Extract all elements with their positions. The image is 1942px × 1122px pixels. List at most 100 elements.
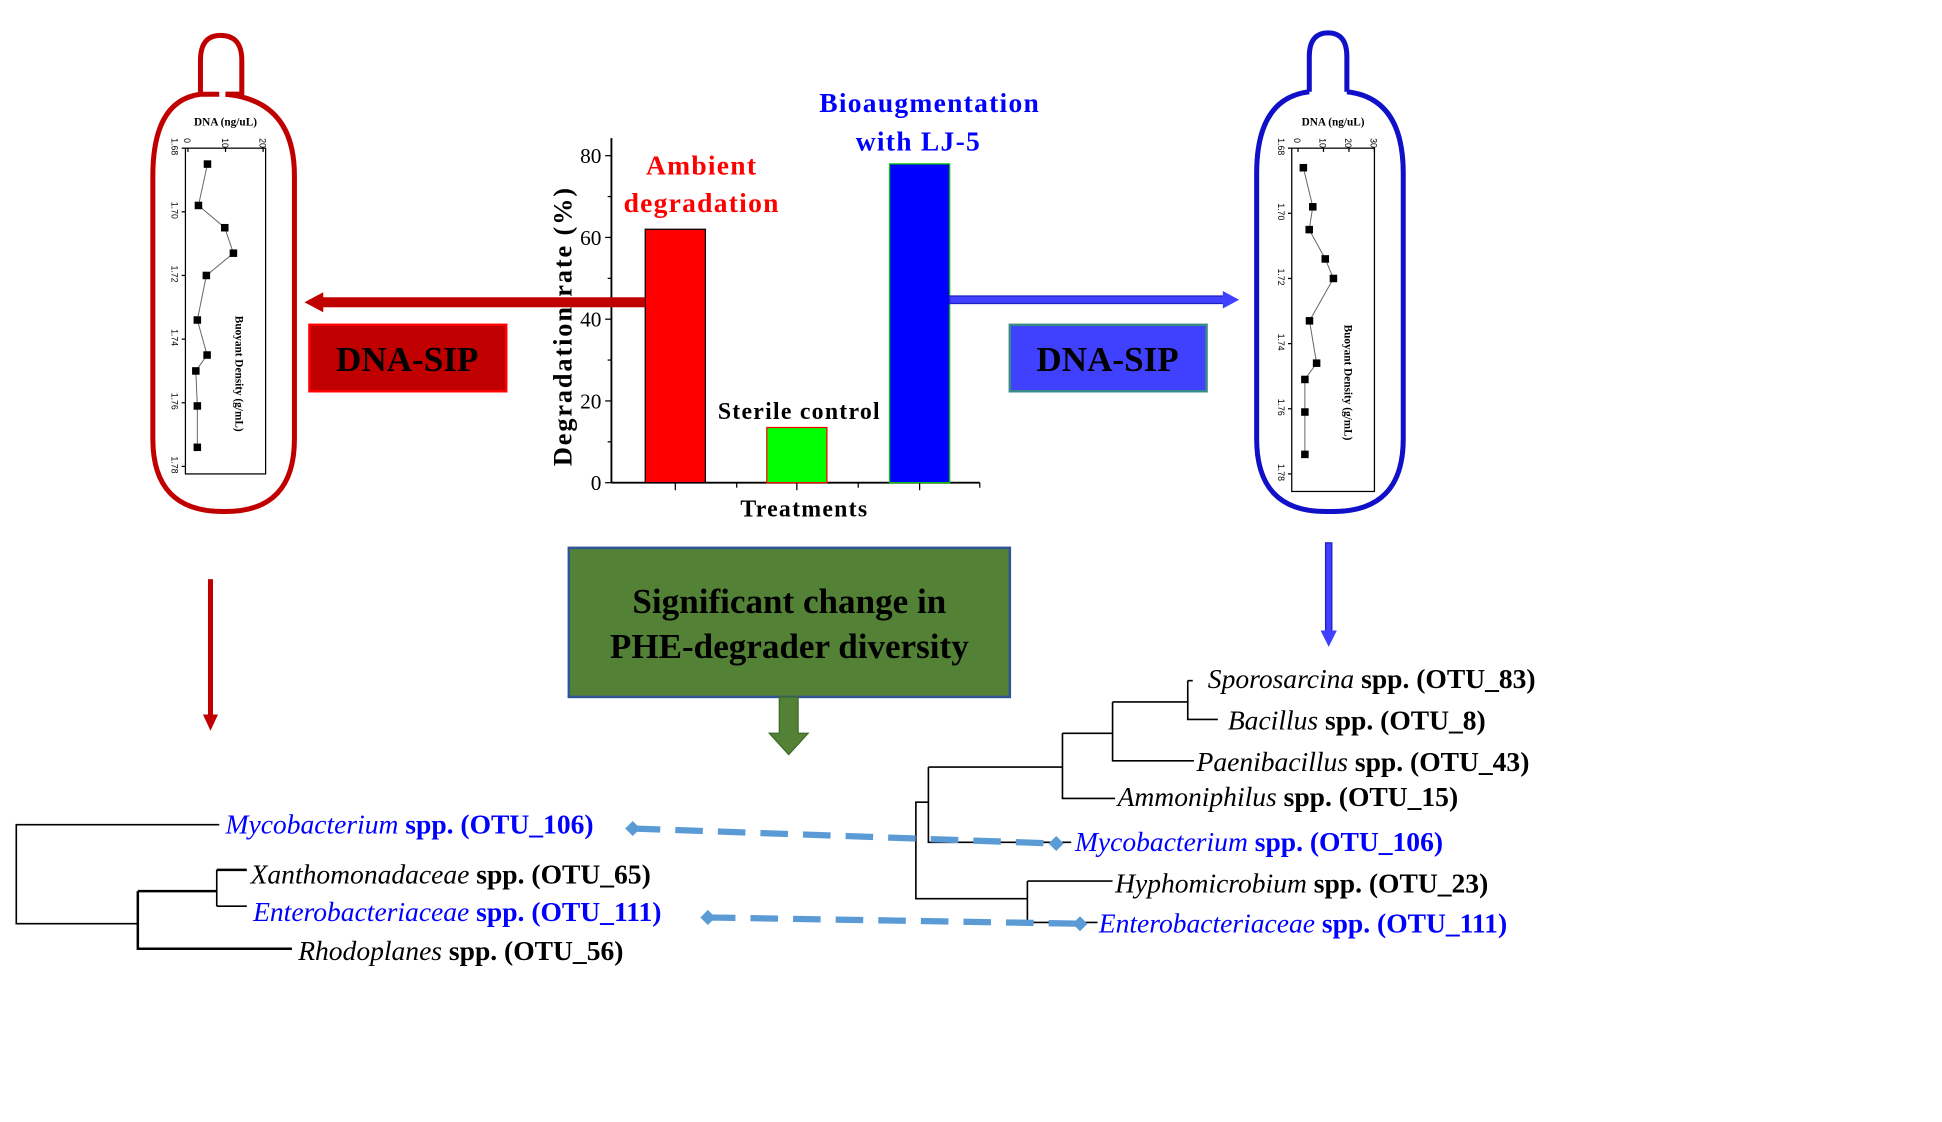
annotation-sterile: Sterile control (718, 399, 881, 425)
diamond-marker (1072, 916, 1088, 932)
y-tick-label: 1.70 (170, 202, 180, 219)
data-point (1309, 203, 1317, 211)
diversity-box-line-2: PHE-degrader diversity (610, 627, 969, 666)
diamond-marker (700, 909, 716, 925)
data-point (194, 201, 203, 210)
taxon-label: Ammoniphilus spp. (OTU_15) (1116, 781, 1459, 812)
taxon-label: Sporosarcina spp. (OTU_83) (1208, 663, 1536, 694)
green-down-arrow (767, 696, 810, 756)
diamond-marker (1048, 836, 1064, 852)
dna-profile-line (1302, 167, 1334, 455)
otu-id: spp. (OTU_106) (1248, 826, 1443, 857)
data-point (193, 443, 202, 452)
data-point (203, 351, 211, 359)
data-point (1312, 359, 1321, 367)
data-point (1301, 408, 1309, 416)
connector-mycobacterium (632, 825, 1057, 847)
x-tick-label: 10 (220, 138, 230, 148)
y-tick-label: 1.72 (1276, 268, 1286, 285)
y-tick-label: 80 (580, 144, 601, 168)
x-axis-label: Treatments (740, 497, 868, 523)
diversity-change-box: Significant change in PHE-degrader diver… (567, 546, 1012, 699)
y-tick-label: 1.68 (170, 138, 180, 155)
left-phylogenetic-tree (15, 823, 292, 951)
data-point (202, 271, 211, 280)
genus-name: Enterobacteriaceae (252, 896, 469, 927)
data-point (1301, 450, 1309, 459)
shared-otu-connectors (625, 820, 1088, 932)
taxon-label: Hyphomicrobium spp. (OTU_23) (1114, 867, 1488, 898)
y-axis-label: Degradation rate (%) (548, 186, 577, 466)
data-point (1299, 163, 1308, 172)
taxon-label: Rhodoplanes spp. (OTU_56) (297, 935, 623, 966)
otu-id: spp. (OTU_83) (1354, 663, 1535, 694)
bar-1 (644, 228, 707, 484)
bar-3 (888, 163, 951, 484)
taxon-label: Enterobacteriaceae spp. (OTU_111) (1098, 907, 1507, 938)
taxon-label: Enterobacteriaceae spp. (OTU_111) (252, 896, 661, 927)
genus-name: Mycobacterium (1074, 826, 1248, 857)
genus-name: Hyphomicrobium (1114, 867, 1307, 898)
left-tree-labels: Mycobacterium spp. (OTU_106)Xanthomonada… (225, 809, 662, 967)
left-dna-sip-box: DNA-SIP (308, 323, 508, 393)
x-tick-label: 0 (182, 138, 192, 143)
x-tick-label: 0 (1292, 138, 1302, 143)
y-tick-label: 20 (580, 389, 601, 413)
data-point (203, 160, 212, 168)
blue-down-arrow (1320, 542, 1337, 647)
annotation-bioaug-1: Bioaugmentation (819, 87, 1040, 118)
y-tick-label: 1.72 (170, 265, 180, 282)
bar-2 (766, 426, 828, 484)
otu-id: spp. (OTU_106) (398, 809, 593, 840)
otu-id: spp. (OTU_56) (442, 935, 623, 966)
data-point (1329, 274, 1338, 283)
genus-name: Paenibacillus (1196, 746, 1348, 777)
y-tick-label: 1.70 (1276, 203, 1286, 220)
otu-id: spp. (OTU_8) (1318, 705, 1486, 736)
tube-neck (197, 32, 245, 97)
data-point (193, 402, 202, 410)
x-tick-label: 30 (1369, 138, 1379, 148)
genus-name: Rhodoplanes (297, 935, 442, 966)
y-tick-label: 1.74 (1276, 334, 1286, 351)
diversity-box-line-1: Significant change in (632, 582, 946, 621)
diamond-marker (625, 820, 641, 837)
y-tick-label: 1.76 (1276, 399, 1286, 416)
tube-body (1254, 89, 1406, 515)
data-point (1305, 317, 1314, 325)
taxon-label: Paenibacillus spp. (OTU_43) (1196, 746, 1530, 777)
left-dna-sip-label: DNA-SIP (336, 340, 478, 379)
y-tick-label: 0 (591, 471, 602, 495)
data-point (193, 316, 202, 324)
otu-id: spp. (OTU_111) (469, 896, 661, 927)
connector-enterobacteriaceae (707, 914, 1081, 927)
annotation-bioaug-2: with LJ-5 (856, 126, 981, 157)
genus-name: Ammoniphilus (1116, 781, 1277, 812)
otu-id: spp. (OTU_111) (1315, 907, 1507, 938)
y-tick-label: 1.78 (1276, 464, 1286, 481)
y-tick-label: 1.78 (170, 456, 180, 473)
genus-name: Sporosarcina (1208, 663, 1354, 694)
data-point (1321, 255, 1330, 263)
otu-id: spp. (OTU_65) (469, 859, 650, 890)
genus-name: Mycobacterium (225, 809, 399, 840)
dna-axis-label: DNA (ng/uL) (1302, 117, 1365, 129)
data-point (192, 367, 200, 375)
data-point (1305, 225, 1313, 234)
y-tick-label: 40 (580, 308, 601, 332)
y-tick-label: 1.68 (1276, 138, 1286, 155)
x-tick-label: 10 (1318, 138, 1328, 148)
otu-id: spp. (OTU_23) (1307, 867, 1488, 898)
otu-id: spp. (OTU_43) (1348, 746, 1529, 777)
dna-profile-line (195, 163, 235, 448)
data-point (229, 249, 238, 257)
y-tick-label: 1.74 (170, 329, 180, 346)
plot-frame (184, 147, 267, 475)
data-point (221, 223, 229, 232)
genus-name: Bacillus (1228, 705, 1318, 736)
